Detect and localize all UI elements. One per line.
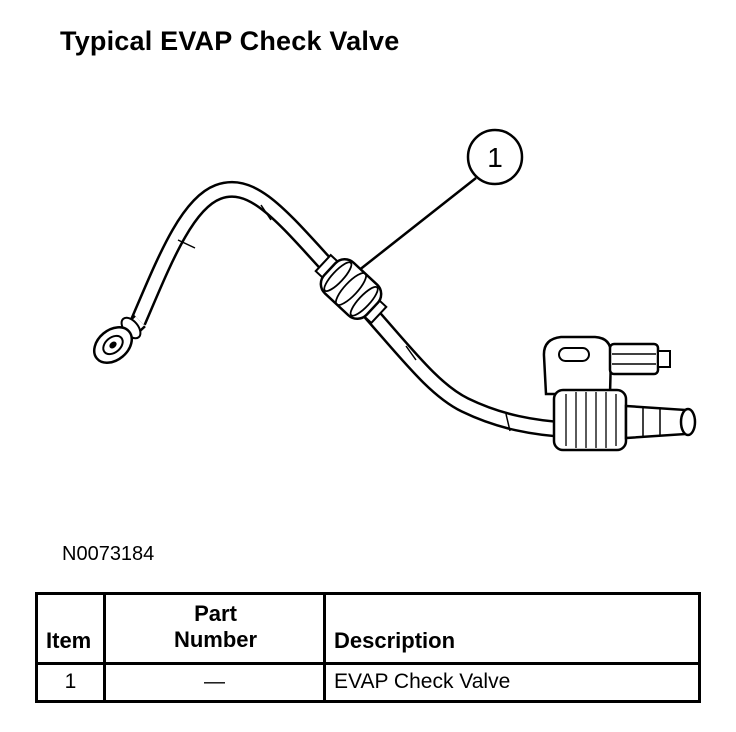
outlet-port	[624, 404, 697, 440]
mounting-bracket	[542, 335, 613, 396]
callout-circle	[466, 128, 524, 186]
header-description-label: Description	[334, 627, 456, 653]
left-connector	[92, 314, 146, 364]
header-part-number-label: Part Number	[173, 601, 258, 653]
cell-description: EVAP Check Valve	[323, 661, 701, 703]
header-part-number: Part Number	[103, 592, 326, 665]
parts-table-header-row: Item Part Number Description	[35, 592, 701, 665]
electrical-connector	[608, 342, 671, 376]
callout-number: 1	[487, 142, 503, 173]
table-row: 1 — EVAP Check Valve	[35, 661, 701, 703]
hose-tick-marks	[177, 204, 511, 432]
page-title: Typical EVAP Check Valve	[60, 26, 400, 56]
cell-part-number: —	[103, 661, 326, 703]
cell-item: 1	[35, 661, 106, 703]
header-item: Item	[35, 592, 106, 665]
header-description: Description	[323, 592, 701, 665]
callout-marker: 1	[466, 128, 524, 186]
callout-leader-line	[357, 177, 477, 272]
evap-check-valve-diagram: 1	[92, 128, 697, 452]
figure-code: N0073184	[62, 543, 155, 565]
parts-table: Item Part Number Description 1 — EVAP Ch…	[35, 592, 701, 703]
header-item-label: Item	[46, 627, 92, 653]
check-valve	[314, 253, 388, 325]
right-connector-assembly	[542, 335, 697, 452]
valve-body	[552, 388, 628, 452]
